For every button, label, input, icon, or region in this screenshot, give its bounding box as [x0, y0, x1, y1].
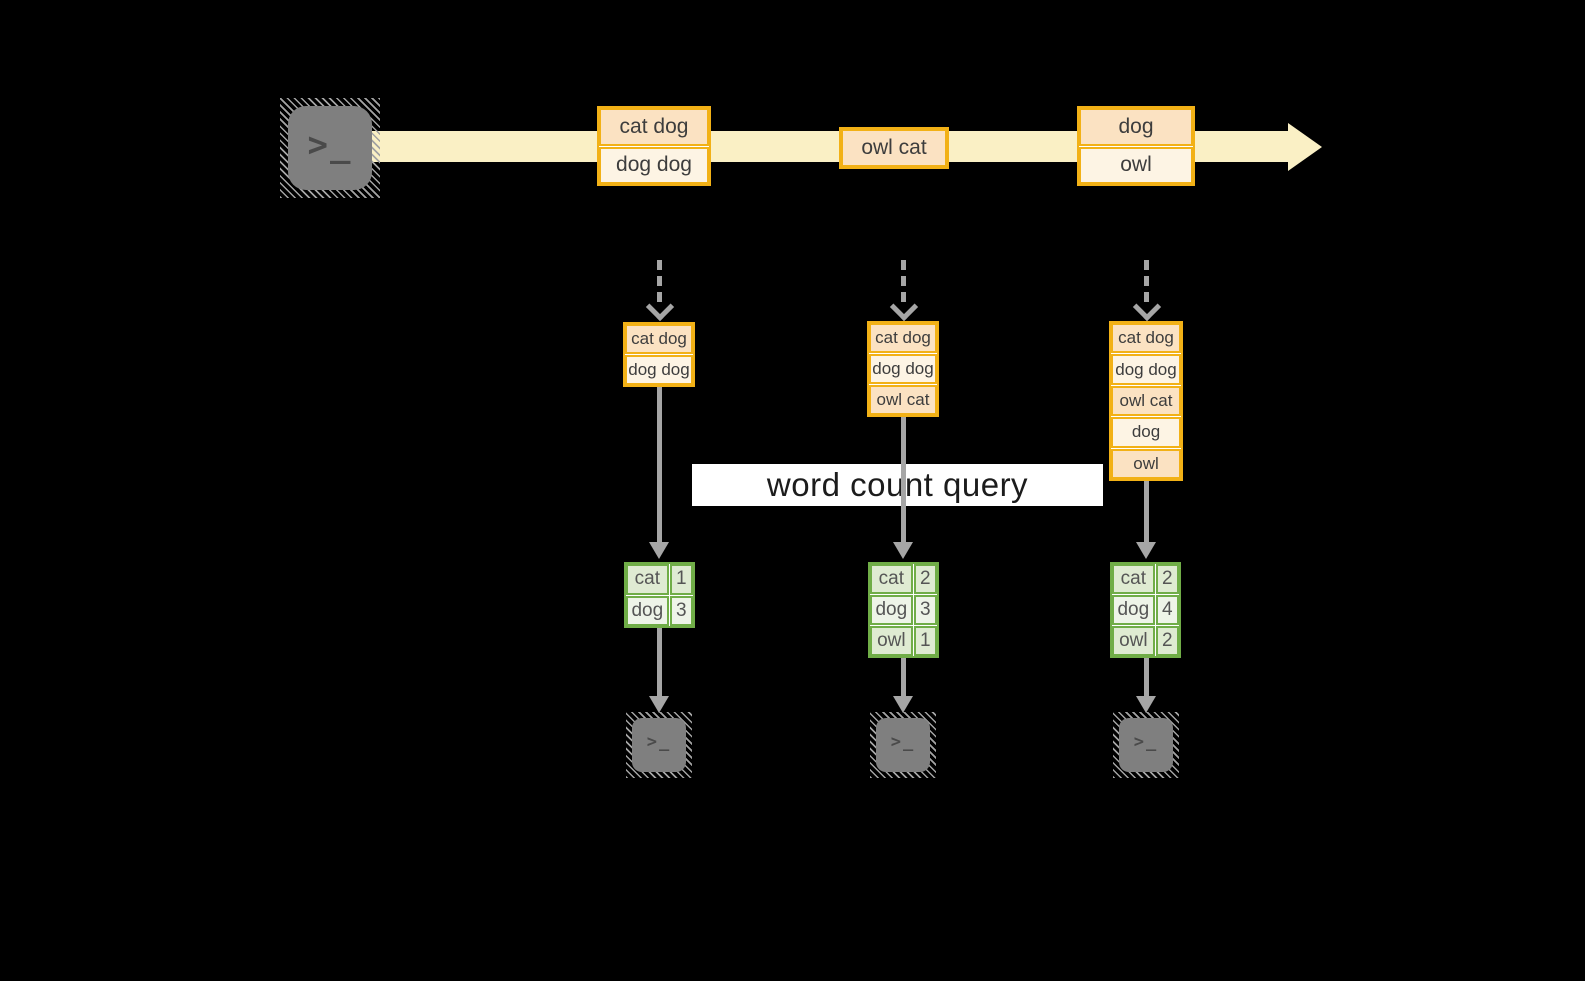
buffered-event: owl cat	[869, 385, 937, 415]
count-cell: 3	[913, 595, 937, 625]
word-cell: dog	[870, 595, 913, 625]
terminal-prompt-glyph: >_	[890, 732, 916, 752]
sink-arrow-head	[649, 696, 669, 713]
terminal-icon: >_	[876, 718, 930, 772]
sink-arrow	[657, 628, 662, 698]
word-cell: dog	[626, 595, 669, 626]
query-arrow	[1144, 481, 1149, 543]
table-row: dog 4	[1112, 595, 1179, 625]
stream-event: owl cat	[841, 129, 947, 167]
count-table-2: cat 2 dog 3 owl 1	[868, 562, 939, 658]
table-row: cat 2	[870, 564, 937, 594]
count-cell: 1	[669, 564, 693, 595]
dashed-arrow-head	[1132, 292, 1162, 322]
stream-event: dog dog	[599, 146, 709, 184]
sink-arrow	[1144, 658, 1149, 698]
word-cell: cat	[626, 564, 669, 595]
stream-event: owl	[1079, 146, 1193, 184]
sink-terminal-icon: >_	[1113, 712, 1179, 778]
terminal-icon: >_	[288, 106, 372, 190]
query-label: word count query	[766, 466, 1029, 503]
dashed-arrow	[657, 260, 662, 302]
count-cell: 2	[1155, 626, 1179, 656]
dashed-arrow-head	[889, 292, 919, 322]
query-arrow-head	[893, 542, 913, 559]
query-arrow-head	[1136, 542, 1156, 559]
table-row: cat 1	[626, 564, 693, 595]
buffered-event: cat dog	[1111, 323, 1181, 354]
stream-event-group-2: owl cat	[839, 127, 949, 169]
count-cell: 2	[1155, 564, 1179, 594]
count-table-1: cat 1 dog 3	[624, 562, 695, 628]
query-banner: word count query	[692, 464, 1103, 506]
stream-arrow-head	[1288, 123, 1322, 171]
buffer-stack-3: cat dog dog dog owl cat dog owl	[1109, 321, 1183, 481]
table-row: owl 1	[870, 626, 937, 656]
word-cell: owl	[1112, 626, 1155, 656]
buffered-event: owl cat	[1111, 385, 1181, 417]
query-arrow	[657, 387, 662, 543]
buffered-event: dog dog	[625, 355, 693, 385]
count-table-3: cat 2 dog 4 owl 2	[1110, 562, 1181, 658]
stream-event: dog	[1079, 108, 1193, 146]
sink-terminal-icon: >_	[870, 712, 936, 778]
word-cell: owl	[870, 626, 913, 656]
count-cell: 2	[913, 564, 937, 594]
source-terminal-icon: >_	[280, 98, 380, 198]
word-cell: dog	[1112, 595, 1155, 625]
sink-arrow-head	[893, 696, 913, 713]
count-cell: 3	[669, 595, 693, 626]
stream-event-group-1: cat dog dog dog	[597, 106, 711, 186]
table-row: cat 2	[1112, 564, 1179, 594]
buffered-event: dog	[1111, 417, 1181, 448]
buffered-event: cat dog	[625, 324, 693, 354]
terminal-prompt-glyph: >_	[1133, 732, 1159, 752]
table-row: dog 3	[870, 595, 937, 625]
query-arrow-head	[649, 542, 669, 559]
word-cell: cat	[870, 564, 913, 594]
terminal-icon: >_	[632, 718, 686, 772]
query-arrow	[901, 417, 906, 543]
buffered-event: owl	[1111, 448, 1181, 480]
sink-terminal-icon: >_	[626, 712, 692, 778]
count-cell: 1	[913, 626, 937, 656]
dashed-arrow-head	[645, 292, 675, 322]
buffer-stack-1: cat dog dog dog	[623, 322, 695, 387]
table-row: dog 3	[626, 595, 693, 626]
terminal-prompt-glyph: >_	[307, 125, 353, 165]
table-row: owl 2	[1112, 626, 1179, 656]
sink-arrow-head	[1136, 696, 1156, 713]
dashed-arrow	[901, 260, 906, 302]
stream-event-group-3: dog owl	[1077, 106, 1195, 186]
count-cell: 4	[1155, 595, 1179, 625]
buffered-event: cat dog	[869, 323, 937, 353]
buffered-event: dog dog	[1111, 354, 1181, 385]
sink-arrow	[901, 658, 906, 698]
terminal-icon: >_	[1119, 718, 1173, 772]
dashed-arrow	[1144, 260, 1149, 302]
terminal-prompt-glyph: >_	[646, 732, 672, 752]
buffered-event: dog dog	[869, 354, 937, 384]
word-cell: cat	[1112, 564, 1155, 594]
stream-event: cat dog	[599, 108, 709, 146]
buffer-stack-2: cat dog dog dog owl cat	[867, 321, 939, 417]
